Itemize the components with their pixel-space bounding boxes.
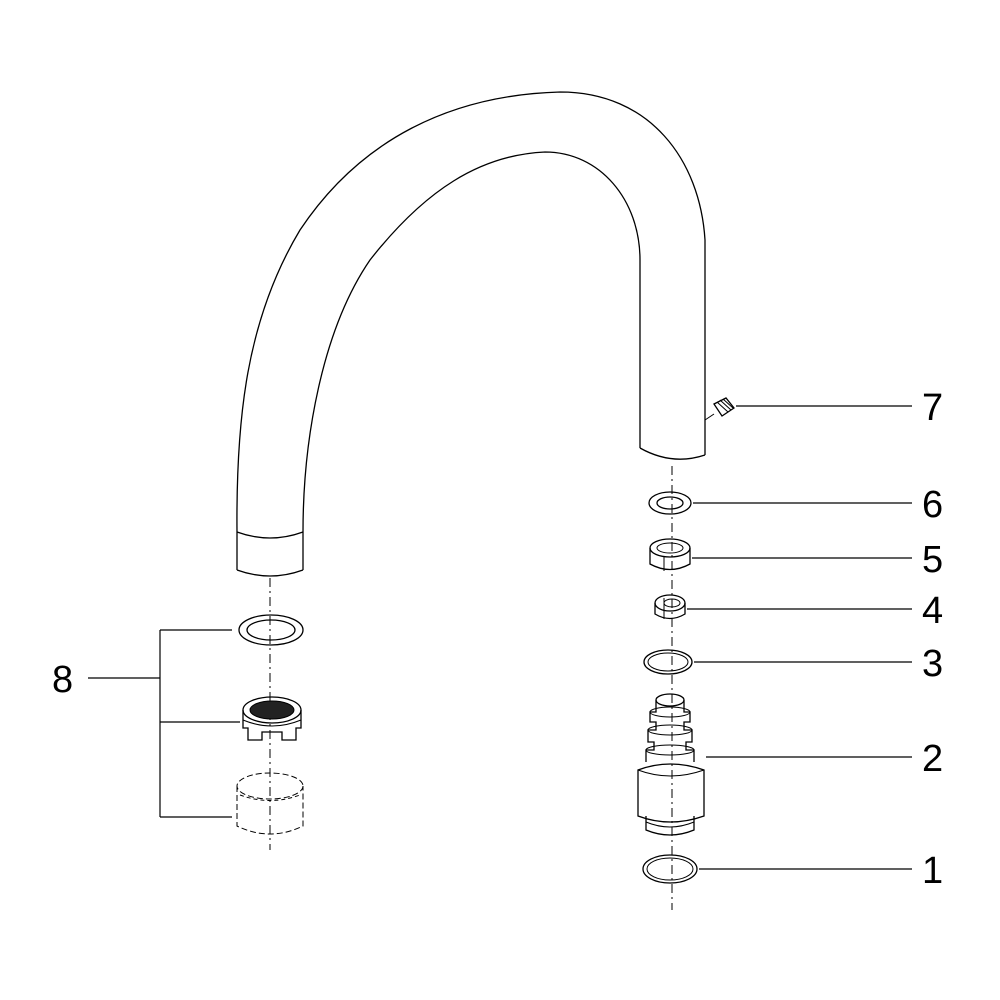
leader-lines	[88, 405, 912, 870]
callout-3: 3	[922, 643, 943, 685]
callout-5: 5	[922, 539, 943, 581]
o-ring-part-1	[642, 854, 698, 884]
callout-2: 2	[922, 738, 943, 780]
callout-4: 4	[922, 590, 943, 632]
sleeve-part-5	[649, 538, 691, 571]
callout-8: 8	[52, 659, 73, 701]
o-ring-part-3	[643, 649, 693, 675]
aerator-insert	[242, 696, 302, 741]
connector-part-2	[637, 693, 705, 836]
set-screw-part-7	[704, 397, 735, 421]
callout-1: 1	[922, 850, 943, 892]
callout-labels: 7 6 5 4 3 2 1 8	[52, 387, 943, 892]
callout-6: 6	[922, 484, 943, 526]
clip-ring-part-4	[654, 594, 686, 620]
callout-7: 7	[922, 387, 943, 429]
aerator-seal-ring	[238, 614, 304, 646]
spout-tube	[236, 91, 706, 577]
aerator-housing	[236, 772, 304, 835]
washer-part-6	[648, 491, 692, 515]
